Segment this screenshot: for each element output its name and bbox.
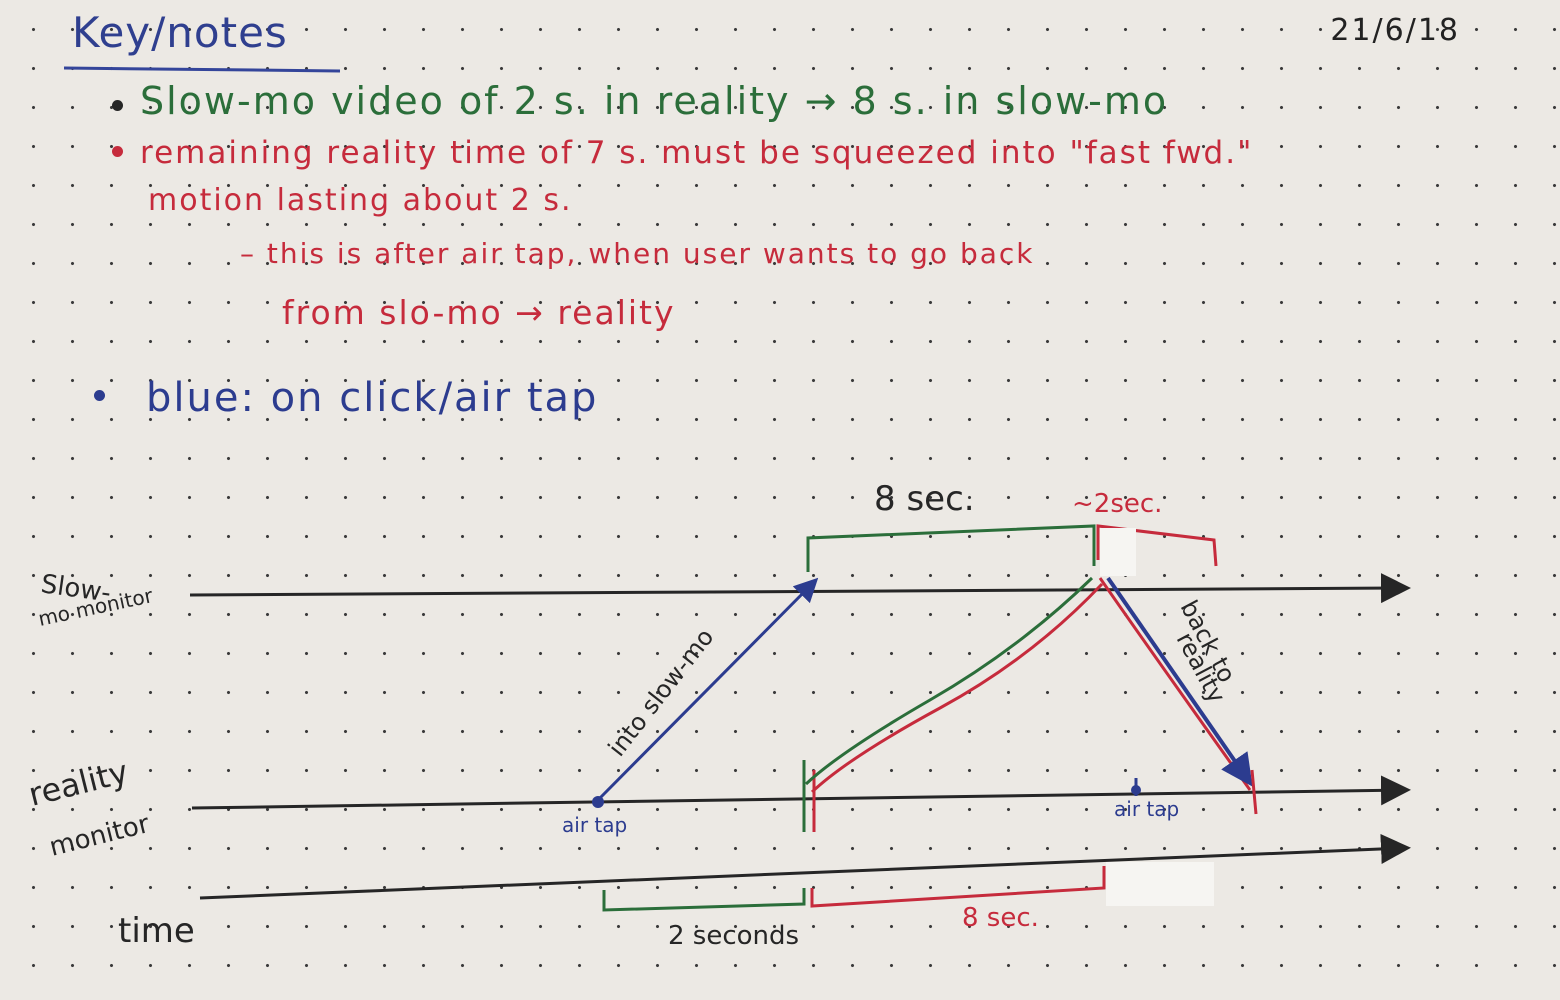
bullet-2 (112, 146, 123, 157)
top-red-bracket (1096, 524, 1218, 567)
date-label: 21/6/18 (1330, 13, 1460, 48)
bullet-3 (94, 390, 105, 401)
back-to-reality-arrow (1106, 576, 1253, 787)
note-remaining-time: remaining reality time of 7 s. must be s… (140, 135, 1254, 171)
into-slowmo-label: into slow-mo (603, 623, 720, 761)
air-tap-label-2: air tap (1114, 797, 1179, 821)
air-tap-dot-2 (1131, 785, 1141, 795)
green-curve-up (804, 576, 1094, 786)
time-axis (199, 834, 1411, 900)
reality-label-line1: reality (25, 752, 132, 813)
into-slowmo-arrow (596, 577, 819, 802)
note-slowmo-ratio: Slow-mo video of 2 s. in reality → 8 s. … (140, 79, 1169, 123)
note-from-slomo: from slo-mo → reality (282, 293, 676, 332)
slowmo-timeline (189, 573, 1411, 604)
bottom-green-bracket (602, 888, 806, 912)
top-green-bracket-label: 8 sec. (874, 479, 975, 519)
bottom-red-bracket-label: 8 sec. (962, 903, 1039, 933)
whiteout-patch-top (1100, 528, 1136, 576)
top-green-bracket (806, 524, 1096, 572)
note-blue-legend: blue: on click/air tap (146, 375, 599, 421)
top-red-bracket-label: ~2sec. (1072, 489, 1162, 519)
bottom-green-bracket-label: 2 seconds (668, 921, 799, 951)
red-curve-down (1098, 577, 1252, 791)
whiteout-patch-bottom (1106, 862, 1214, 906)
reality-timeline (191, 775, 1411, 810)
page-title: Key/notes (72, 8, 288, 57)
note-after-air-tap: – this is after air tap, when user wants… (240, 237, 1035, 270)
red-curve-up (810, 582, 1104, 794)
bottom-red-bracket (810, 866, 1106, 908)
time-label: time (118, 911, 195, 951)
reality-end-tick (1250, 769, 1258, 815)
reality-label-line2: monitor (46, 809, 152, 863)
air-tap-label-1: air tap (562, 813, 627, 837)
bullet-1 (112, 100, 123, 111)
note-remaining-time-cont: motion lasting about 2 s. (148, 183, 573, 218)
